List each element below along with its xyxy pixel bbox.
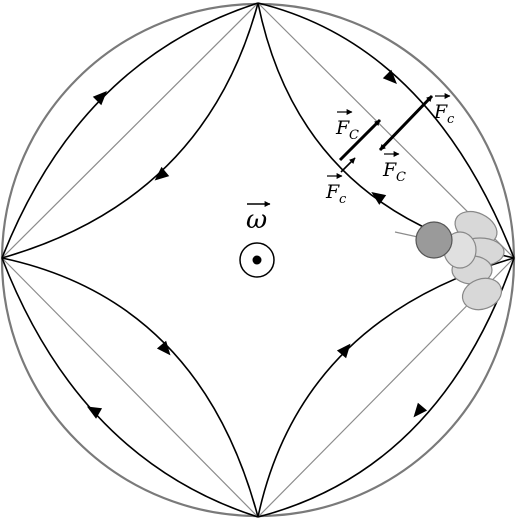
vector-arrow-icon (340, 157, 356, 173)
label-force-coriolis: F C (382, 151, 406, 185)
omega-label: ω (246, 201, 271, 235)
svg-text:c: c (339, 192, 347, 207)
direction-arrowheads (86, 69, 428, 419)
arrowhead-icon (92, 91, 107, 106)
chord-top-left (1, 2, 259, 259)
vector-arrow-icon (378, 94, 434, 152)
label-force-small: F c (325, 173, 347, 207)
label-force-right: F c (433, 93, 455, 127)
arrowhead-icon (336, 343, 351, 359)
arrowhead-icon (154, 166, 170, 181)
svg-text:F: F (382, 159, 397, 181)
particle-cluster (415, 210, 505, 311)
arrowhead-icon (156, 340, 171, 356)
particle-dark (415, 221, 453, 259)
arrowhead-icon (413, 402, 428, 418)
vector-arrow-icon (338, 118, 382, 162)
svg-text:F: F (325, 181, 340, 203)
trajectory-outer-bottom-right (257, 257, 515, 518)
trajectory-inner-top-left (1, 2, 259, 259)
trajectory-outer-top-right (257, 2, 515, 259)
label-force-centrifugal-top: F C (335, 109, 359, 143)
chord-bottom-left (1, 257, 259, 518)
svg-text:F: F (335, 117, 350, 139)
svg-text:F: F (433, 101, 448, 123)
particle-light (461, 277, 503, 311)
svg-text:C: C (349, 128, 359, 143)
arrowhead-icon (371, 191, 387, 205)
svg-text:c: c (447, 112, 455, 127)
trajectory-outer-bottom-left (1, 257, 259, 518)
arrowhead-icon (86, 406, 103, 419)
svg-text:C: C (396, 170, 406, 185)
force-vectors (338, 94, 434, 173)
svg-text:ω: ω (246, 205, 267, 235)
dot-in-circle-icon (239, 242, 275, 278)
arrowhead-icon (382, 69, 397, 84)
